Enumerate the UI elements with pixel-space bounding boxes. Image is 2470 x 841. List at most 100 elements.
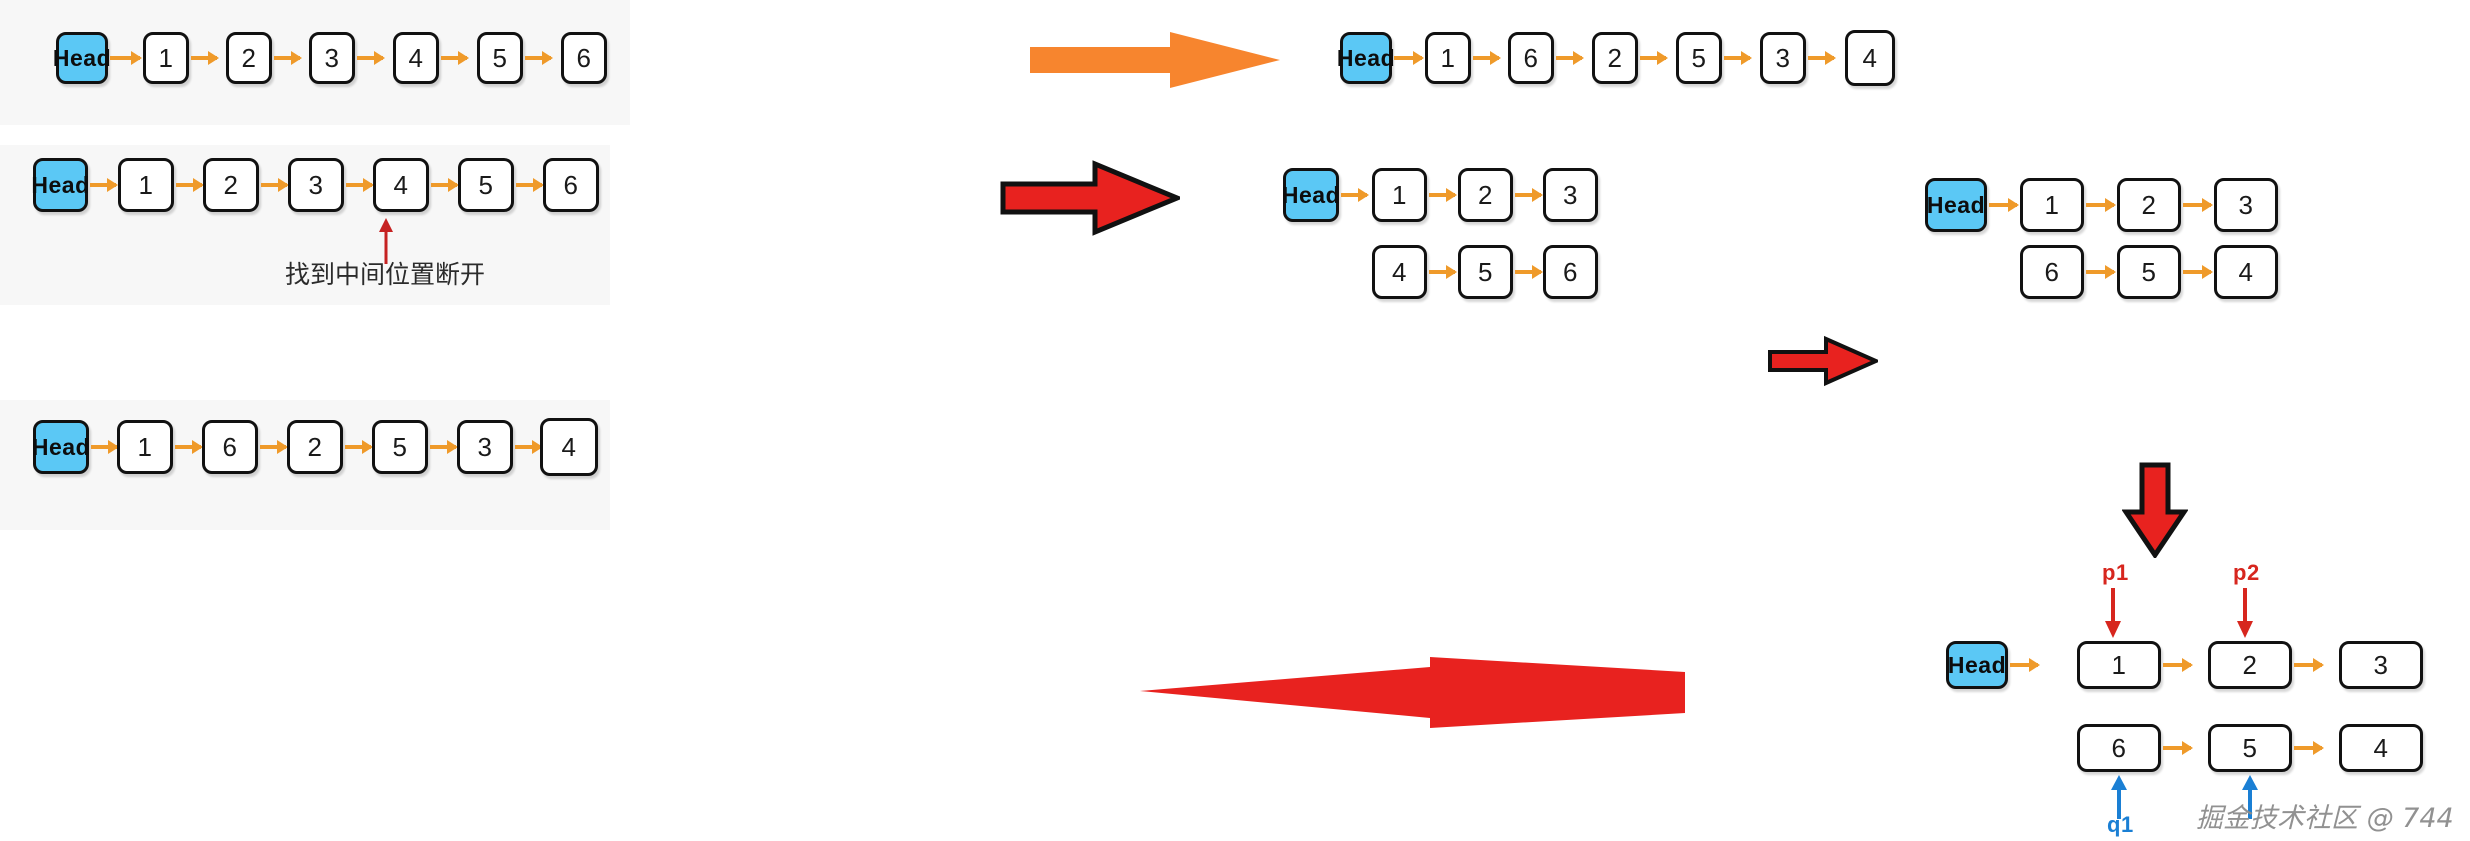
list-node[interactable]: 4 [1372,245,1427,299]
list-node[interactable]: 4 [540,418,598,476]
link-arrow [2010,663,2038,667]
list-node[interactable]: 4 [2339,724,2423,772]
list-node[interactable]: 2 [2117,178,2181,232]
link-arrow [1556,56,1582,60]
link-arrow [175,445,201,449]
link-arrow [357,56,383,60]
link-arrow [2163,663,2191,667]
pointer-arrow-p1-down [2102,588,2124,638]
link-arrow [516,183,542,187]
merge-arrow-left-red [1140,655,1685,730]
node-head[interactable]: Head [1337,32,1395,84]
node-head[interactable]: Head [32,420,90,474]
list-node[interactable]: 3 [2339,641,2423,689]
link-arrow [2163,746,2191,750]
node-head[interactable]: Head [1282,168,1340,222]
link-arrow [261,183,287,187]
list-node[interactable]: 2 [2208,641,2292,689]
link-arrow [1429,270,1455,274]
node-head[interactable]: Head [1946,641,2008,689]
list-node[interactable]: 6 [543,158,599,212]
list-node[interactable]: 4 [373,158,429,212]
list-node[interactable]: 3 [457,420,513,474]
link-arrow [260,445,286,449]
link-arrow [2294,663,2322,667]
list-node[interactable]: 6 [1508,32,1554,84]
list-node[interactable]: 5 [1458,245,1513,299]
list-node[interactable]: 6 [202,420,258,474]
list-node[interactable]: 5 [2208,724,2292,772]
list-node[interactable]: 2 [1592,32,1638,84]
pointer-label-p1: p1 [2102,560,2129,585]
list-node[interactable]: 3 [2214,178,2278,232]
pointer-label-q1: q1 [2107,812,2134,837]
link-arrow [1808,56,1834,60]
link-arrow [525,56,551,60]
link-arrow [1394,56,1422,60]
list-node[interactable]: 5 [1676,32,1722,84]
link-arrow [191,56,217,60]
list-node[interactable]: 5 [458,158,514,212]
pointer-label-p2: p2 [2233,560,2260,585]
reverse-arrow-right-red [1768,335,1878,387]
split-arrow-right-red [1000,158,1180,238]
split-point-caption: 找到中间位置断开 [285,260,486,289]
link-arrow [90,183,116,187]
list-node[interactable]: 2 [226,32,272,84]
link-arrow [345,445,371,449]
link-arrow [430,445,456,449]
link-arrow [346,183,372,187]
link-arrow [1473,56,1499,60]
list-node[interactable]: 5 [2117,245,2181,299]
list-node[interactable]: 5 [372,420,428,474]
list-node[interactable]: 1 [2020,178,2084,232]
list-node[interactable]: 1 [117,420,173,474]
list-node[interactable]: 3 [309,32,355,84]
next-step-arrow-down-red [2122,462,2188,558]
pointer-arrow-p2-down [2234,588,2256,638]
list-node[interactable]: 3 [288,158,344,212]
transform-arrow-right-orange [1030,30,1280,90]
link-arrow [1515,193,1541,197]
node-head[interactable]: Head [1925,178,1987,232]
list-node[interactable]: 2 [203,158,259,212]
link-arrow [2183,203,2211,207]
list-node[interactable]: 6 [2020,245,2084,299]
link-arrow [2086,203,2114,207]
list-node[interactable]: 4 [393,32,439,84]
link-arrow [91,445,117,449]
list-node[interactable]: 1 [1372,168,1427,222]
list-node[interactable]: 4 [2214,245,2278,299]
link-arrow [274,56,300,60]
link-arrow [2086,270,2114,274]
list-node[interactable]: 6 [2077,724,2161,772]
list-node[interactable]: 4 [1845,30,1895,86]
list-node[interactable]: 5 [477,32,523,84]
link-arrow [110,56,140,60]
list-node[interactable]: 6 [1543,245,1598,299]
link-arrow [2183,270,2211,274]
link-arrow [441,56,467,60]
link-arrow [431,183,457,187]
pointer-arrow-q2-up [2239,775,2261,819]
list-node[interactable]: 1 [1425,32,1471,84]
list-node[interactable]: 1 [118,158,174,212]
link-arrow [515,445,541,449]
node-head[interactable]: Head [31,158,89,212]
link-arrow [1429,193,1455,197]
watermark-text: 掘金技术社区 @ 744 [2196,803,2454,834]
list-node[interactable]: 3 [1760,32,1806,84]
list-node[interactable]: 6 [561,32,607,84]
link-arrow [1341,193,1367,197]
link-arrow [2294,746,2322,750]
list-node[interactable]: 3 [1543,168,1598,222]
list-node[interactable]: 1 [2077,641,2161,689]
node-head[interactable]: Head [53,32,111,84]
link-arrow [1724,56,1750,60]
list-node[interactable]: 2 [1458,168,1513,222]
split-point-arrow-up [375,218,397,264]
list-node[interactable]: 2 [287,420,343,474]
list-node[interactable]: 1 [143,32,189,84]
link-arrow [1640,56,1666,60]
